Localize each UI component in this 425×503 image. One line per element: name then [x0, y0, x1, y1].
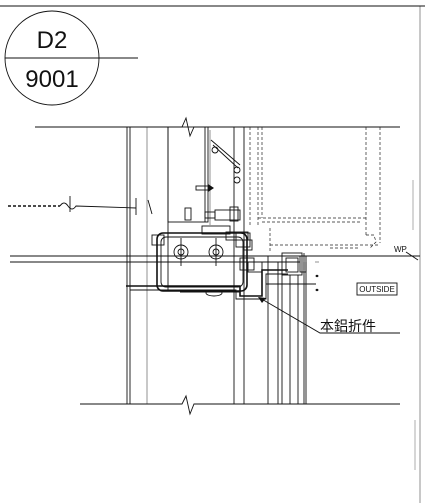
detail-tag: D2 9001: [4, 10, 138, 106]
glass-panel: [266, 252, 319, 404]
outside-label-box: OUTSIDE: [356, 282, 398, 296]
part-callout-label: 本鋁折件: [320, 318, 376, 334]
left-column-lines: [126, 127, 245, 404]
wp-label: WP: [394, 245, 407, 254]
wp-reference-line: WP: [10, 245, 420, 263]
outside-label: OUTSIDE: [359, 285, 395, 294]
detail-tag-sheet: 9001: [25, 66, 78, 93]
upper-break-line: [35, 116, 400, 138]
folded-aluminum-part: [126, 269, 288, 300]
structural-slab: [249, 127, 381, 252]
curtain-wall-reference-line: [8, 196, 153, 215]
scan-marks: [412, 180, 416, 470]
upper-bracket: [167, 126, 241, 225]
lower-break-line: [80, 394, 400, 416]
part-callout: 本鋁折件: [258, 297, 400, 334]
detail-tag-id: D2: [37, 27, 68, 54]
aluminum-frame: [151, 225, 263, 292]
